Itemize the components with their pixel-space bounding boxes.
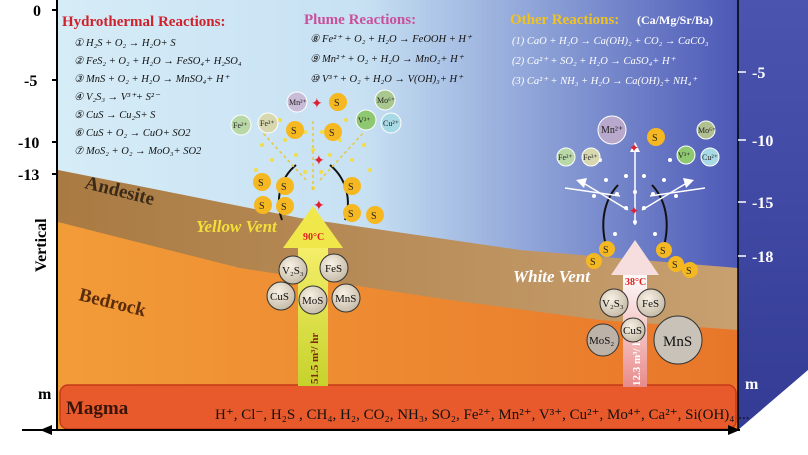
plume-reaction-9: ⑨ Mn²⁺ + O₂ + H₂O → MnO₂+ H⁺	[310, 54, 465, 65]
right-tick-0: -5	[752, 65, 765, 82]
right-tick-2: -15	[752, 195, 773, 212]
white-mineral-mos2: MoS₂	[589, 335, 614, 347]
magma-label: Magma	[66, 398, 129, 419]
yellow-ion-cu: Cu²⁺	[383, 119, 399, 128]
yellow-mineral-cus: CuS	[270, 291, 289, 303]
svg-text:S: S	[281, 202, 287, 213]
right-tick-3: -18	[752, 249, 773, 266]
svg-text:S: S	[291, 126, 297, 137]
white-vent-label: White Vent	[513, 267, 591, 286]
yellow-arrow-head	[283, 206, 343, 248]
svg-text:S: S	[334, 98, 340, 109]
svg-text:S: S	[329, 128, 335, 139]
side-panel	[738, 0, 808, 430]
yellow-sulfur-balls: S S S S S S S S S S	[253, 93, 384, 224]
other-subtitle: (Ca/Mg/Sr/Ba)	[637, 13, 713, 27]
white-ion-fe2: Fe²⁺	[558, 153, 573, 162]
plume-reaction-8: ⑧ Fe²⁺ + O₂ + H₂O → FeOOH + H⁺	[310, 34, 473, 45]
plume-title: Plume Reactions:	[304, 12, 416, 28]
left-tick-1: -5	[24, 73, 37, 90]
magma-species: H⁺, Cl⁻, H₂S , CH₄, H₂, CO₂, NH₃, SO₂, F…	[215, 407, 750, 423]
hydro-reaction-3: ③ MnS + O₂ + H₂O → MnSO₄+ H⁺	[74, 74, 231, 85]
yellow-ion-fe2: Fe²⁺	[233, 121, 248, 130]
plume-reaction-10: ⑩ V³⁺ + O₂ + H₂O → V(OH)₃+ H⁺	[310, 74, 464, 85]
white-ion-mn: Mn²⁺	[601, 125, 623, 136]
hydro-reaction-1: ① H₂S + O₂ → H₂O+ S	[74, 38, 176, 49]
white-sulfur-balls: S S S S S S	[586, 128, 698, 278]
svg-text:S: S	[686, 266, 692, 277]
svg-text:S: S	[603, 245, 609, 256]
left-unit: m	[38, 386, 52, 403]
svg-text:✦: ✦	[629, 204, 639, 218]
svg-text:S: S	[660, 246, 666, 257]
other-title: Other Reactions:	[510, 12, 619, 28]
svg-text:S: S	[590, 257, 596, 268]
hydro-reaction-7: ⑦ MoS₂ + O₂ → MoO₃+ SO2	[74, 146, 202, 157]
right-unit: m	[745, 376, 759, 393]
white-arrow-head	[611, 240, 659, 275]
left-tick-3: -13	[18, 167, 39, 184]
right-tick-1: -10	[752, 133, 773, 150]
svg-text:✦: ✦	[313, 154, 325, 169]
svg-text:S: S	[371, 211, 377, 222]
yellow-ion-mn: Mn²⁺	[289, 98, 307, 107]
hydro-reaction-5: ⑤ CuS → Cu₂S+ S	[74, 110, 156, 121]
yellow-vent-label: Yellow Vent	[196, 217, 278, 236]
left-tick-2: -10	[18, 135, 39, 152]
yellow-vent: 90°C 51.5 m³/ hr Yellow Vent Mn²⁺ Mo⁶⁺ F…	[196, 89, 402, 386]
yellow-mineral-fes: FeS	[325, 263, 342, 275]
white-mineral-v2s3: V₂S₃	[602, 298, 624, 310]
magma-band	[60, 385, 736, 429]
svg-text:S: S	[348, 209, 354, 220]
white-ion-cu: Cu²⁺	[702, 153, 718, 162]
white-vent: 38°C 12.3 m³/ hr White Vent Mn²⁺ Mo⁶⁺ Fe…	[513, 115, 720, 387]
svg-text:✦: ✦	[311, 97, 323, 112]
white-ion-v: V³⁺	[678, 151, 690, 160]
white-mineral-mns: MnS	[663, 334, 692, 350]
white-mineral-cus: CuS	[623, 325, 642, 337]
white-ion-mo: Mo⁶⁺	[698, 126, 716, 135]
white-ion-fe3: Fe³⁺	[583, 153, 598, 162]
hydro-title: Hydrothermal Reactions:	[62, 14, 225, 30]
bedrock-layer	[58, 222, 738, 430]
yellow-ion-fe3: Fe³⁺	[260, 119, 275, 128]
yellow-mineral-mns: MnS	[335, 293, 356, 305]
svg-text:S: S	[348, 182, 354, 193]
other-reaction-3: (3) Ca²⁺ + NH₃ + H₂O → Ca(OH)₂+ NH₄⁺	[512, 76, 698, 87]
yellow-mineral-v2s3: V₂S₃	[282, 265, 304, 277]
svg-text:S: S	[259, 201, 265, 212]
hydro-reaction-4: ④ V₂S₃ → V³⁺+ S²⁻	[74, 92, 161, 103]
yellow-mineral-mos: MoS	[302, 295, 323, 307]
vertical-label: Vertical	[33, 218, 50, 272]
yellow-temp: 90°C	[303, 232, 324, 243]
hydro-reaction-6: ⑥ CuS + O₂ → CuO+ SO2	[74, 128, 191, 139]
svg-text:✦: ✦	[629, 141, 639, 155]
hydro-reaction-2: ② FeS₂ + O₂ + H₂O → FeSO₄+ H₂SO₄	[74, 56, 242, 67]
other-reaction-2: (2) Ca²⁺ + SO₂ + H₂O → CaSO₄+ H⁺	[512, 56, 677, 67]
svg-text:S: S	[672, 260, 678, 271]
white-flow-rate: 12.3 m³/ hr	[631, 335, 643, 386]
white-mineral-fes: FeS	[642, 298, 659, 310]
svg-text:S: S	[258, 178, 264, 189]
svg-text:S: S	[281, 182, 287, 193]
white-temp: 38°C	[625, 277, 646, 288]
yellow-flow-rate: 51.5 m³/ hr	[309, 333, 321, 384]
yellow-ion-mo: Mo⁶⁺	[377, 96, 395, 105]
svg-text:✦: ✦	[313, 199, 325, 214]
yellow-ion-v: V³⁺	[358, 116, 370, 125]
other-reaction-1: (1) CaO + H₂O → Ca(OH)₂ + CO₂ → CaCO₃	[512, 36, 709, 47]
left-tick-0: 0	[33, 3, 41, 20]
svg-text:S: S	[652, 133, 658, 144]
